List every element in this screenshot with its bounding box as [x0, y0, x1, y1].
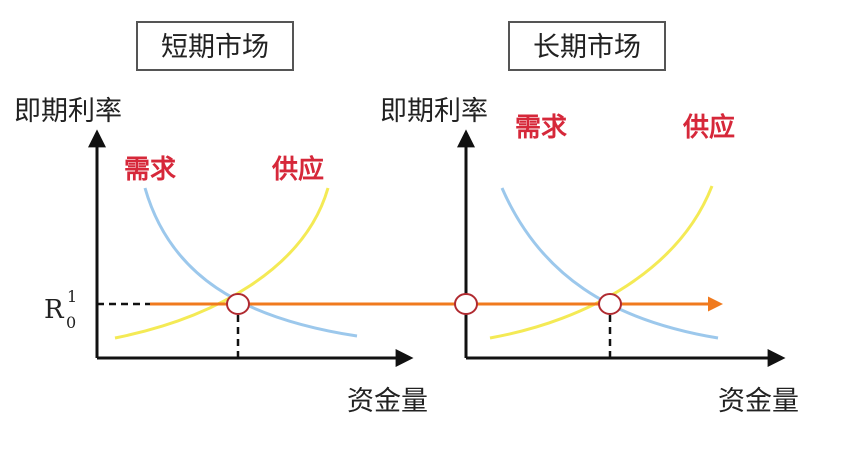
rate-marker-subscript: 0: [66, 313, 76, 332]
right-panel-title-box: [508, 21, 666, 71]
right-demand-curve: [500, 187, 719, 340]
right-axis-crossing-marker: [454, 293, 478, 315]
left-panel-title: 短期市场: [161, 32, 269, 63]
right-panel: 长期市场 即期利率 资金量 需求 供应: [380, 21, 799, 417]
right-panel-title: 长期市场: [533, 32, 641, 63]
right-equilibrium-marker: [598, 293, 622, 315]
rate-marker-label: R: [44, 295, 65, 325]
left-demand-curve: [143, 187, 358, 338]
left-demand-label: 需求: [124, 155, 176, 185]
left-y-axis-label: 即期利率: [14, 96, 122, 127]
left-panel-title-box: [136, 21, 294, 71]
left-equilibrium-marker: [226, 293, 250, 315]
rate-marker-superscript: 1: [67, 287, 77, 306]
right-x-axis-label: 资金量: [718, 386, 799, 417]
right-demand-label: 需求: [515, 113, 567, 143]
right-y-axis-label: 即期利率: [380, 96, 488, 127]
right-supply-curve: [489, 185, 714, 340]
left-supply-curve: [114, 187, 330, 340]
left-panel: 短期市场 即期利率 资金量 需求 供应 R 1 0: [14, 21, 428, 417]
right-supply-label: 供应: [682, 112, 735, 143]
left-x-axis-label: 资金量: [347, 386, 428, 417]
left-supply-label: 供应: [271, 154, 324, 185]
